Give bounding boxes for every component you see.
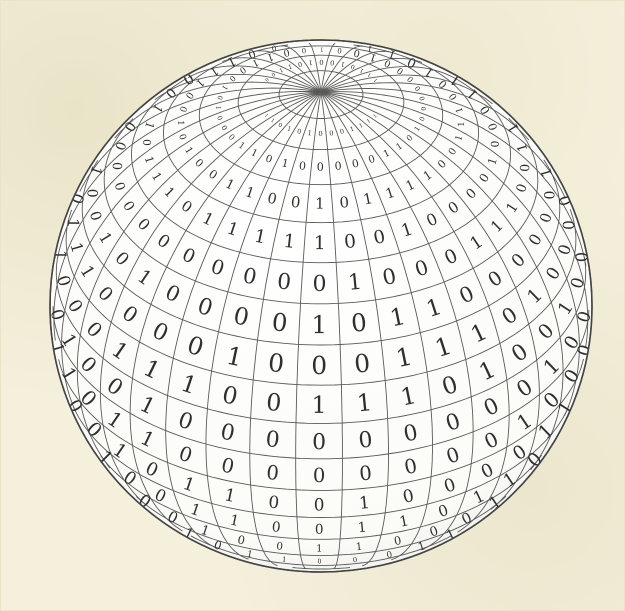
binary-digit: 0 [313,464,326,487]
binary-digit: 1 [314,233,326,254]
binary-digit: 1 [312,391,327,419]
binary-digit: 0 [265,461,280,485]
binary-digit: 0 [318,558,322,565]
binary-digit: 1 [175,120,185,126]
binary-digit: 0 [317,161,324,174]
binary-digit: 1 [307,129,312,137]
binary-digit: 0 [353,348,372,378]
binary-digit: 0 [276,269,292,295]
binary-digit: 0 [352,556,357,564]
binary-digit: 0 [264,427,280,453]
binary-digit: 0 [318,130,322,138]
binary-digit: 0 [301,46,306,54]
binary-digit: 0 [319,58,323,66]
binary-digit: 1 [357,520,367,537]
binary-digit: 1 [308,58,313,66]
binary-digit: 0 [270,307,288,337]
binary-digit: 1 [311,310,327,339]
binary-digit: 0 [421,107,428,111]
binary-digit: 0 [560,220,578,230]
binary-digit: 0 [334,159,342,173]
binary-digit: 0 [542,190,558,199]
binary-digit: 0 [357,427,373,453]
binary-digit: 0 [337,46,342,54]
binary-digit: 0 [84,189,100,198]
binary-digit: 1 [358,492,371,513]
binary-digit: 1 [320,46,324,52]
binary-digit: 1 [315,195,325,213]
binary-digit: 0 [489,140,502,147]
binary-digit: 0 [267,348,286,378]
binary-digit: 0 [276,540,284,553]
binary-digit: 0 [268,491,281,512]
binary-digit: 0 [312,272,326,297]
binary-digit: 1 [316,544,322,555]
binary-digit: 1 [282,231,296,253]
binary-digit: 1 [347,270,363,296]
binary-digit: 0 [110,162,125,170]
binary-digit: 0 [517,164,532,172]
binary-digit: 1 [356,388,374,417]
binary-digit: 0 [358,461,373,485]
binary-digit: 0 [343,231,357,253]
binary-digit: 0 [298,159,306,173]
binary-digit: 1 [355,541,363,554]
binary-digit: 0 [312,430,326,455]
binary-digit: 0 [330,58,335,66]
binary-digit: 0 [314,494,325,514]
binary-digit: 1 [214,106,221,110]
binary-digit: 0 [265,388,283,417]
binary-digit: 0 [311,351,327,380]
binary-digit: 0 [329,129,334,137]
binary-digit: 0 [315,522,324,538]
binary-digit: 1 [64,218,82,228]
binary-digit: 0 [290,193,301,212]
binary-digit: 0 [350,308,368,338]
binary-digit: 1 [282,556,287,564]
binary-digit: 1 [457,121,467,127]
binary-digit: 0 [271,519,281,536]
binary-digit: 0 [339,193,350,212]
binary-digit: 0 [140,139,153,146]
